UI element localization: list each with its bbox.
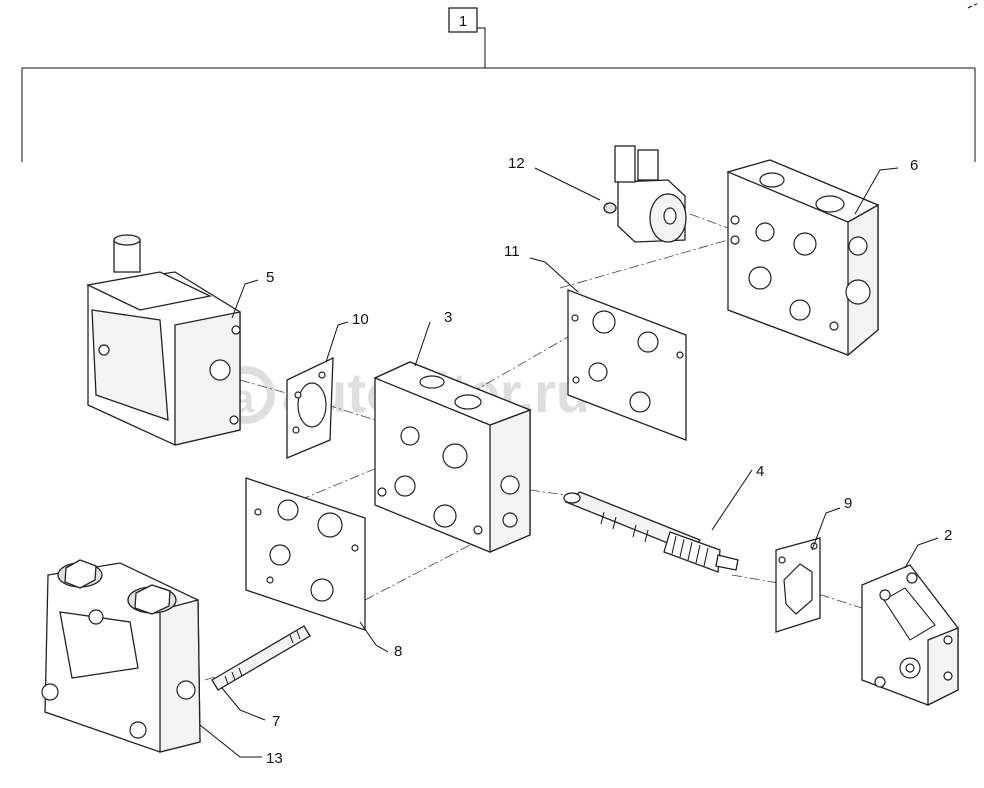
label-part-3[interactable]: 3 <box>444 309 452 326</box>
part-3-valve-body[interactable] <box>373 361 532 553</box>
callout-labels: 2 3 4 5 6 7 8 9 10 11 12 13 <box>266 155 952 767</box>
assembly-label: 1 <box>459 13 467 30</box>
label-part-7[interactable]: 7 <box>272 713 280 730</box>
callout-leaders <box>199 167 939 758</box>
label-part-8[interactable]: 8 <box>394 643 402 660</box>
part-9-gasket[interactable] <box>775 537 821 633</box>
part-2-end-cover[interactable] <box>861 564 959 707</box>
part-10-gasket[interactable] <box>286 356 334 459</box>
part-12-solenoid-coil[interactable] <box>603 145 687 243</box>
label-part-12[interactable]: 12 <box>508 155 525 172</box>
part-11-gasket[interactable] <box>567 289 687 441</box>
part-7-tie-rod[interactable] <box>211 625 311 691</box>
label-part-6[interactable]: 6 <box>910 157 918 174</box>
assembly-label-box <box>448 7 478 33</box>
part-6-section-block[interactable] <box>726 159 880 357</box>
part-8-gasket[interactable] <box>245 477 366 631</box>
part-5-control-section[interactable] <box>85 234 241 446</box>
label-part-5[interactable]: 5 <box>266 269 274 286</box>
assembly-reference[interactable]: 1 <box>448 7 478 33</box>
part-4-spool[interactable] <box>563 491 739 573</box>
part-13-inlet-section[interactable] <box>41 559 201 753</box>
label-part-13[interactable]: 13 <box>266 750 283 767</box>
corner-mark <box>967 3 978 9</box>
assembly-bracket <box>21 27 976 162</box>
label-part-9[interactable]: 9 <box>844 495 852 512</box>
label-part-2[interactable]: 2 <box>944 527 952 544</box>
label-part-11[interactable]: 11 <box>504 243 520 260</box>
label-part-10[interactable]: 10 <box>352 311 369 328</box>
label-part-4[interactable]: 4 <box>756 463 764 480</box>
